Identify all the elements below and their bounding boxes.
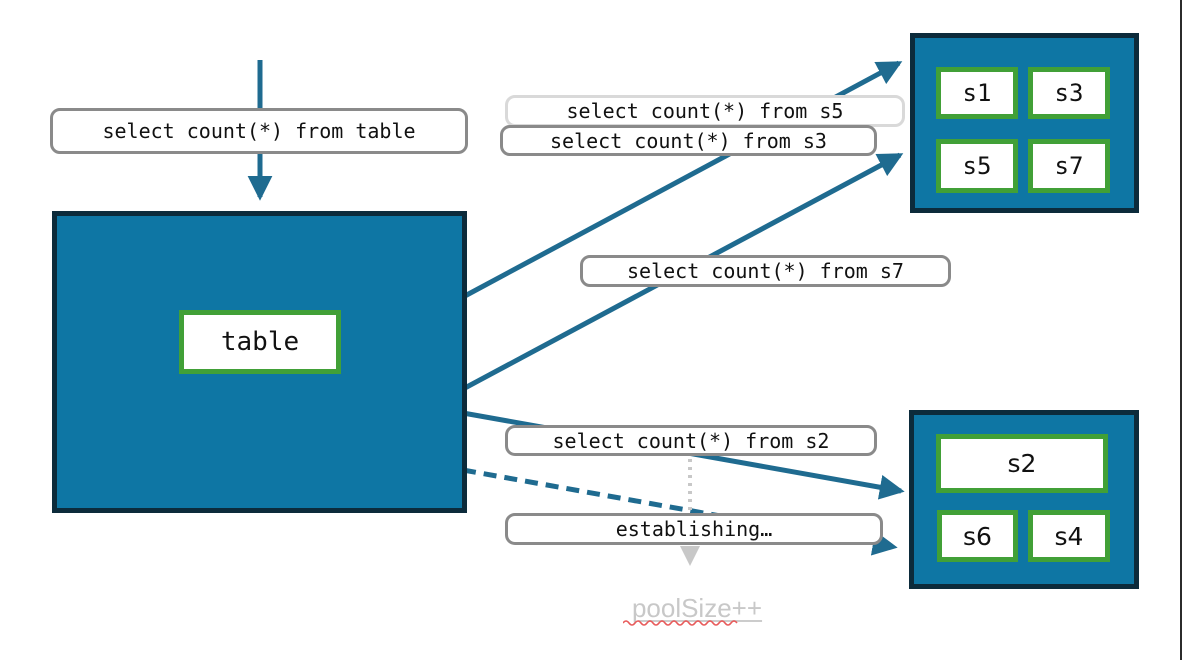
shard-s1: s1 bbox=[936, 67, 1018, 119]
shard-s2: s2 bbox=[936, 434, 1108, 493]
shard-s6-label: s6 bbox=[963, 521, 992, 551]
shard-s7: s7 bbox=[1028, 139, 1110, 193]
shard-s1-label: s1 bbox=[962, 79, 992, 107]
shard-s5-label: s5 bbox=[962, 152, 992, 180]
shard-s5: s5 bbox=[936, 139, 1018, 193]
query-label-select-from-s7-text: select count(*) from s7 bbox=[627, 259, 904, 283]
spellcheck-squiggle bbox=[623, 620, 738, 626]
status-label-establishing-text: establishing… bbox=[615, 517, 773, 541]
shard-s3: s3 bbox=[1028, 67, 1110, 119]
poolsize-annotation: poolSize++ bbox=[612, 593, 782, 624]
shard-s2-label: s2 bbox=[1007, 449, 1037, 478]
table-inner-box: table bbox=[179, 310, 341, 374]
query-label-select-from-table-text: select count(*) from table bbox=[102, 119, 416, 143]
slide-right-edge bbox=[1180, 0, 1182, 660]
query-label-select-from-s3: select count(*) from s3 bbox=[500, 125, 877, 156]
shard-s7-label: s7 bbox=[1054, 152, 1084, 180]
poolsize-annotation-text: poolSize++ bbox=[631, 593, 763, 623]
table-label: table bbox=[220, 327, 300, 357]
query-label-select-from-s2: select count(*) from s2 bbox=[505, 425, 877, 456]
query-label-select-from-s5-text: select count(*) from s5 bbox=[566, 99, 844, 123]
shard-s4: s4 bbox=[1028, 510, 1110, 562]
shard-s6: s6 bbox=[937, 510, 1018, 562]
query-label-select-from-s7: select count(*) from s7 bbox=[580, 255, 951, 287]
query-label-select-from-s3-text: select count(*) from s3 bbox=[550, 128, 827, 153]
shard-s4-label: s4 bbox=[1054, 521, 1084, 551]
query-label-select-from-s5: select count(*) from s5 bbox=[505, 95, 905, 127]
shard-s3-label: s3 bbox=[1054, 79, 1084, 107]
query-label-select-from-table: select count(*) from table bbox=[50, 108, 468, 154]
query-label-select-from-s2-text: select count(*) from s2 bbox=[552, 428, 830, 453]
status-label-establishing: establishing… bbox=[505, 513, 883, 545]
